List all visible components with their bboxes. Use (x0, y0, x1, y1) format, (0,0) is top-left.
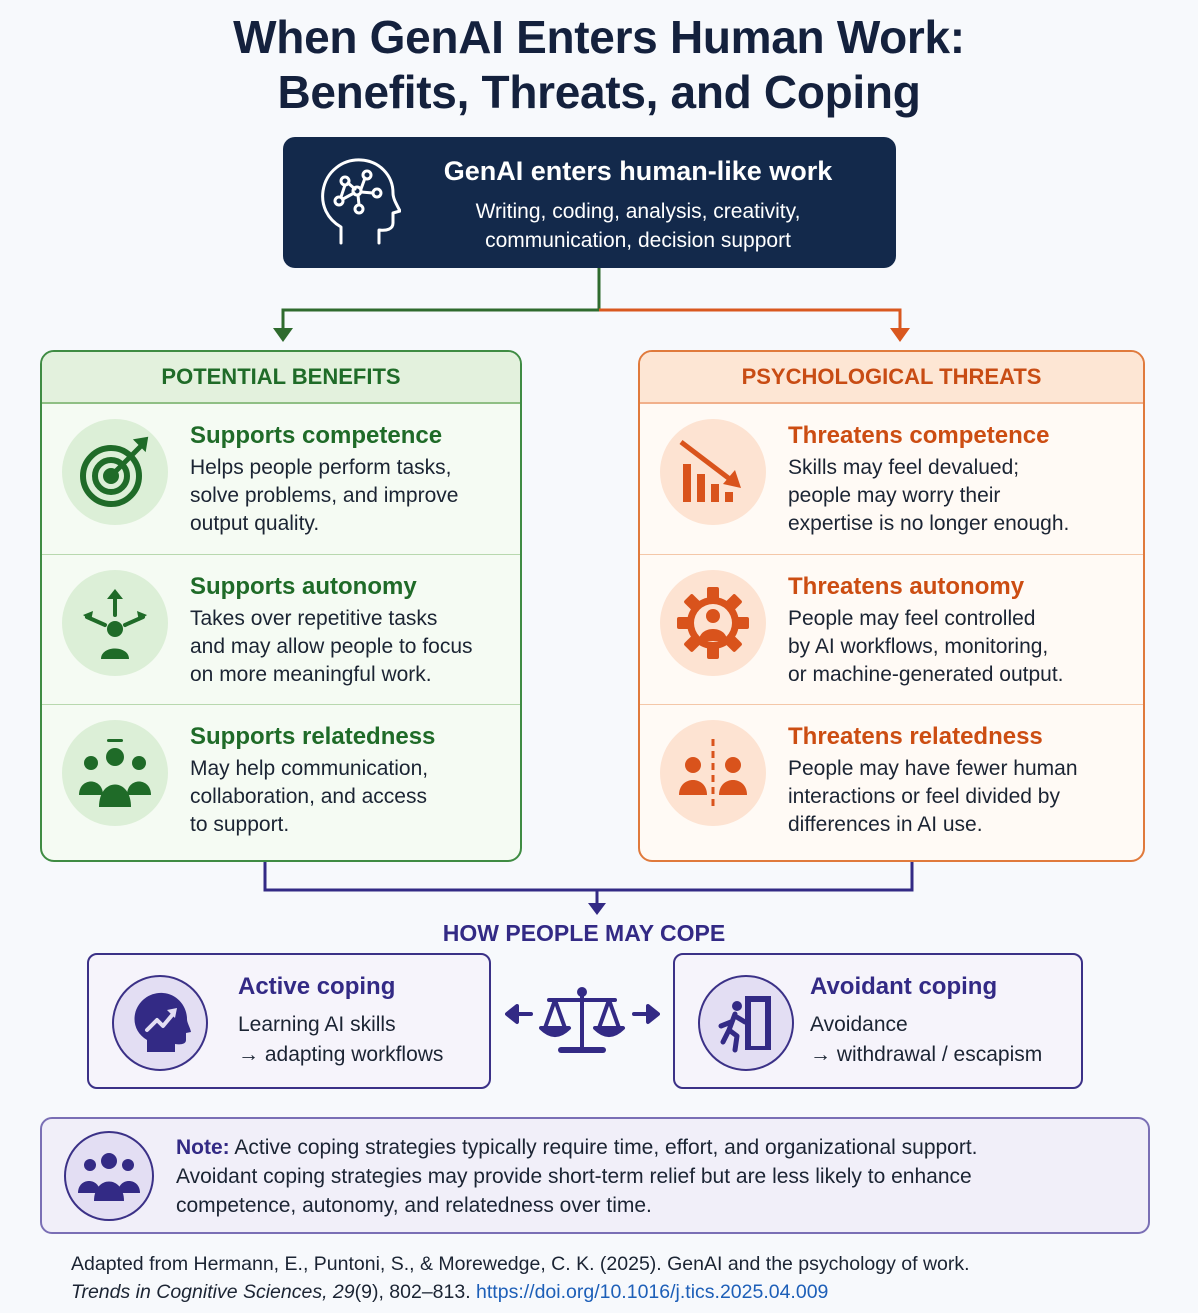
benefit-autonomy-desc: Takes over repetitive tasks and may allo… (190, 607, 473, 686)
balance-scale-icon (505, 987, 660, 1053)
target-icon (80, 436, 149, 507)
exit-door-icon (718, 996, 771, 1053)
active-coping-title: Active coping (238, 973, 396, 1000)
threats-header: PSYCHOLOGICAL THREATS (640, 352, 1143, 404)
threat-autonomy-title: Threatens autonomy (788, 573, 1025, 600)
note-box: Note: Active coping strategies typically… (40, 1117, 1150, 1234)
benefit-relatedness: Supports relatedness May help communicat… (42, 704, 520, 854)
threat-relatedness-title: Threatens relatedness (788, 723, 1043, 750)
declining-chart-icon (679, 440, 741, 502)
avoidant-coping-title: Avoidant coping (810, 973, 998, 1000)
note-text: Note: Active coping strategies typically… (176, 1136, 978, 1217)
avoidant-coping-desc: Avoidance → withdrawal / escapism (810, 1013, 1043, 1066)
top-box-subtitle: Writing, coding, analysis, creativity, c… (475, 200, 801, 252)
benefit-competence-title: Supports competence (190, 422, 443, 449)
note-label: Note: (176, 1136, 230, 1159)
coping-label: HOW PEOPLE MAY COPE (442, 920, 726, 946)
benefits-panel: POTENTIAL BENEFITS Supports competence H… (40, 350, 522, 862)
threat-autonomy: Threatens autonomy People may feel contr… (640, 554, 1143, 704)
threats-panel: PSYCHOLOGICAL THREATS Threatens competen… (638, 350, 1145, 862)
benefit-autonomy-title: Supports autonomy (190, 573, 417, 600)
divided-people-icon (679, 739, 747, 809)
benefit-relatedness-title: Supports relatedness (190, 723, 436, 750)
group-icon (79, 739, 151, 807)
benefit-relatedness-desc: May help communication, collaboration, a… (190, 757, 429, 836)
benefit-competence: Supports competence Helps people perform… (42, 404, 520, 554)
citation: Adapted from Hermann, E., Puntoni, S., &… (71, 1253, 970, 1303)
benefit-autonomy: Supports autonomy Takes over repetitive … (42, 554, 520, 704)
top-box-title: GenAI enters human-like work (443, 156, 833, 186)
threat-relatedness: Threatens relatedness People may have fe… (640, 704, 1143, 854)
genai-enters-box: GenAI enters human-like work Writing, co… (283, 137, 896, 268)
threat-autonomy-desc: People may feel controlled by AI workflo… (788, 607, 1064, 686)
active-coping-desc: Learning AI skills → adapting workflows (238, 1013, 444, 1066)
person-arrows-icon (83, 589, 147, 659)
threat-competence-desc: Skills may feel devalued; people may wor… (788, 456, 1070, 535)
threat-relatedness-desc: People may have fewer human interactions… (788, 757, 1078, 836)
active-coping-box: Active coping Learning AI skills → adapt… (87, 953, 491, 1089)
threat-competence-title: Threatens competence (788, 422, 1050, 449)
doi-link[interactable]: https://doi.org/10.1016/j.tics.2025.04.0… (476, 1281, 829, 1303)
gear-person-icon (677, 587, 749, 659)
threat-competence: Threatens competence Skills may feel dev… (640, 404, 1143, 554)
group-icon (78, 1153, 140, 1201)
page-title: When GenAI Enters Human Work: Benefits, … (233, 11, 965, 118)
brain-head-icon (321, 158, 401, 245)
growth-head-icon (134, 992, 191, 1052)
benefits-header: POTENTIAL BENEFITS (42, 352, 520, 404)
avoidant-coping-box: Avoidant coping Avoidance → withdrawal /… (673, 953, 1083, 1089)
benefit-competence-desc: Helps people perform tasks, solve proble… (190, 456, 459, 535)
